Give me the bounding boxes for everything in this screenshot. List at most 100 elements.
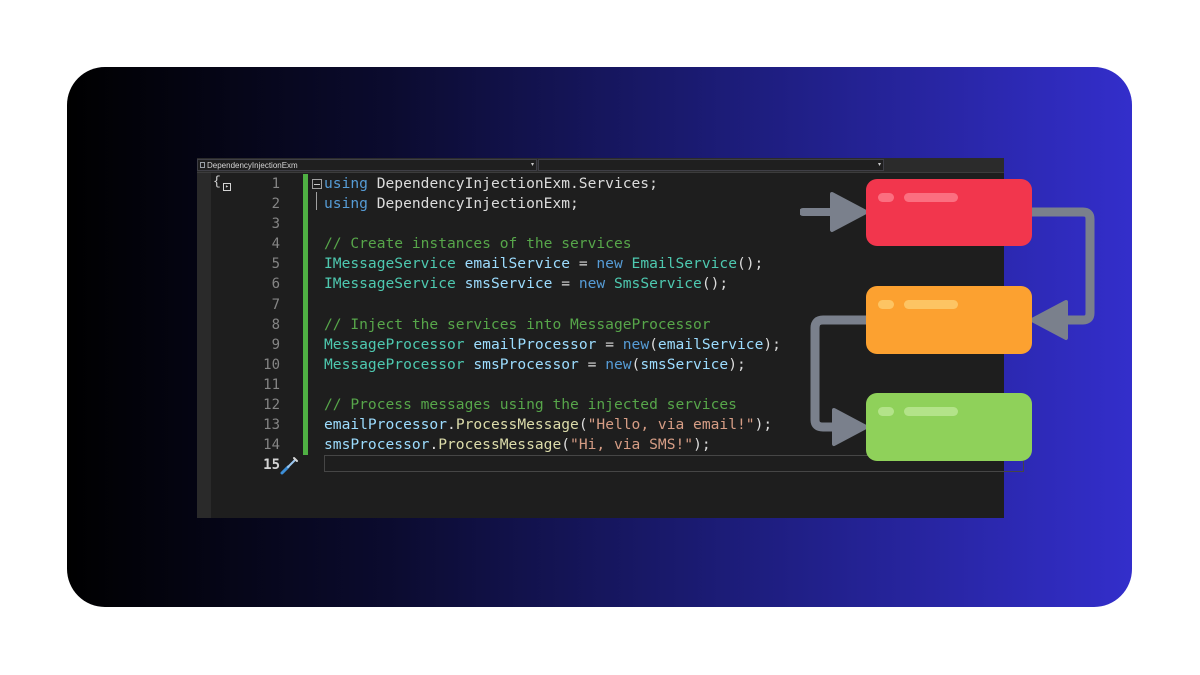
- argument: emailService: [657, 335, 764, 353]
- punctuation: );: [763, 335, 781, 353]
- arrow-head-icon: [830, 192, 868, 232]
- code-line-8: // Inject the services into MessageProce…: [324, 315, 781, 335]
- type-name: IMessageService: [324, 275, 456, 293]
- screwdriver-icon[interactable]: [279, 454, 301, 476]
- red-block-dot: [878, 193, 894, 202]
- punctuation: (: [561, 436, 571, 454]
- method: ProcessMessage: [455, 416, 579, 434]
- code-line-2: using DependencyInjectionExm;: [324, 194, 781, 214]
- type-name: IMessageService: [324, 255, 456, 273]
- red-block: [866, 179, 1032, 246]
- current-line-highlight[interactable]: [324, 455, 1024, 472]
- file-icon: [200, 162, 205, 168]
- code-line-7: [324, 295, 781, 315]
- string-literal: "Hello, via email!": [587, 416, 755, 434]
- variable: smsProcessor: [473, 355, 579, 373]
- navigation-bar: DependencyInjectionExm ▾ ▾: [197, 158, 1004, 173]
- punctuation: (: [578, 416, 588, 434]
- operator: =: [570, 255, 597, 273]
- line-number: 4: [271, 236, 280, 253]
- collapse-minus-icon[interactable]: [312, 179, 322, 189]
- line-number: 9: [271, 336, 280, 353]
- operator: =: [552, 275, 579, 293]
- orange-block-bar: [904, 300, 958, 309]
- type-name: MessageProcessor: [324, 355, 465, 373]
- comment: // Create instances of the services: [324, 235, 632, 253]
- punctuation: (: [631, 355, 641, 373]
- line-number: 5: [271, 256, 280, 273]
- constructor: EmailService: [631, 255, 737, 273]
- punctuation: );: [728, 355, 746, 373]
- type-name: MessageProcessor: [324, 335, 465, 353]
- punctuation: .: [447, 416, 456, 434]
- orange-block-dot: [878, 300, 894, 309]
- change-tracking-bar: [303, 174, 308, 455]
- variable: smsService: [464, 275, 553, 293]
- line-number-gutter: 1 2 3 4 5 6 7 8 9 10 11 12 13 14 15: [240, 174, 280, 475]
- code-line-9: MessageProcessor emailProcessor = new(em…: [324, 335, 781, 355]
- argument: smsService: [640, 355, 729, 373]
- connector-red-to-orange: [1032, 207, 1095, 325]
- editor-margin: [197, 173, 211, 518]
- keyword: new: [578, 275, 606, 293]
- variable: emailProcessor: [473, 335, 597, 353]
- punctuation: (: [649, 335, 658, 353]
- string-literal: "Hi, via SMS!": [570, 436, 694, 454]
- method: ProcessMessage: [438, 436, 562, 454]
- keyword: new: [596, 255, 623, 273]
- chevron-down-icon: ▾: [530, 162, 534, 168]
- code-area[interactable]: using DependencyInjectionExm.Services; u…: [324, 174, 781, 455]
- code-line-4: // Create instances of the services: [324, 234, 781, 254]
- line-number: 13: [263, 417, 280, 434]
- line-number: 14: [263, 437, 280, 454]
- punctuation: );: [754, 416, 773, 434]
- punctuation: );: [693, 436, 711, 454]
- code-line-12: // Process messages using the injected s…: [324, 395, 781, 415]
- green-block-bar: [904, 407, 958, 416]
- code-line-1: using DependencyInjectionExm.Services;: [324, 174, 781, 194]
- line-number: 7: [271, 296, 280, 313]
- line-number: 2: [271, 196, 280, 213]
- code-line-14: smsProcessor.ProcessMessage("Hi, via SMS…: [324, 435, 781, 455]
- arrow-head-icon: [1030, 300, 1068, 340]
- keyword: using: [324, 175, 368, 192]
- code-line-13: emailProcessor.ProcessMessage("Hello, vi…: [324, 415, 781, 435]
- member-dropdown[interactable]: ▾: [538, 159, 884, 171]
- line-number: 11: [263, 376, 280, 393]
- flow-diagram: [800, 179, 1095, 461]
- comment: // Process messages using the injected s…: [324, 396, 737, 414]
- namespace-text: DependencyInjectionExm.Services;: [367, 175, 658, 192]
- connector-orange-to-green: [810, 315, 866, 432]
- outline-guide: [316, 192, 317, 210]
- punctuation: .: [429, 436, 439, 454]
- green-block: [866, 393, 1032, 461]
- line-number-active: 15: [263, 457, 280, 474]
- operator: =: [578, 355, 606, 373]
- project-dropdown[interactable]: DependencyInjectionExm ▾: [197, 159, 537, 171]
- code-line-6: IMessageService smsService = new SmsServ…: [324, 274, 781, 294]
- line-number: 10: [263, 356, 280, 373]
- operator: =: [596, 335, 623, 353]
- variable: emailService: [464, 255, 571, 273]
- keyword: new: [622, 335, 650, 353]
- line-number: 1: [271, 176, 280, 192]
- line-number: 6: [271, 276, 280, 293]
- line-number: 12: [263, 397, 280, 414]
- code-line-11: [324, 375, 781, 395]
- comment: // Inject the services into MessageProce…: [324, 315, 711, 333]
- code-line-3: [324, 214, 781, 234]
- red-block-bar: [904, 193, 958, 202]
- object: emailProcessor: [324, 416, 448, 434]
- keyword: using: [324, 195, 368, 213]
- green-block-dot: [878, 407, 894, 416]
- code-line-10: MessageProcessor smsProcessor = new(smsS…: [324, 355, 781, 375]
- namespace-scope-icon: { ▸: [213, 174, 233, 194]
- object: smsProcessor: [324, 436, 430, 454]
- orange-block: [866, 286, 1032, 354]
- code-line-5: IMessageService emailService = new Email…: [324, 254, 781, 274]
- constructor: SmsService: [613, 275, 702, 293]
- punctuation: ();: [736, 255, 764, 273]
- namespace-text: DependencyInjectionExm;: [367, 195, 579, 213]
- chevron-down-icon: ▾: [877, 162, 881, 168]
- punctuation: ();: [701, 275, 729, 293]
